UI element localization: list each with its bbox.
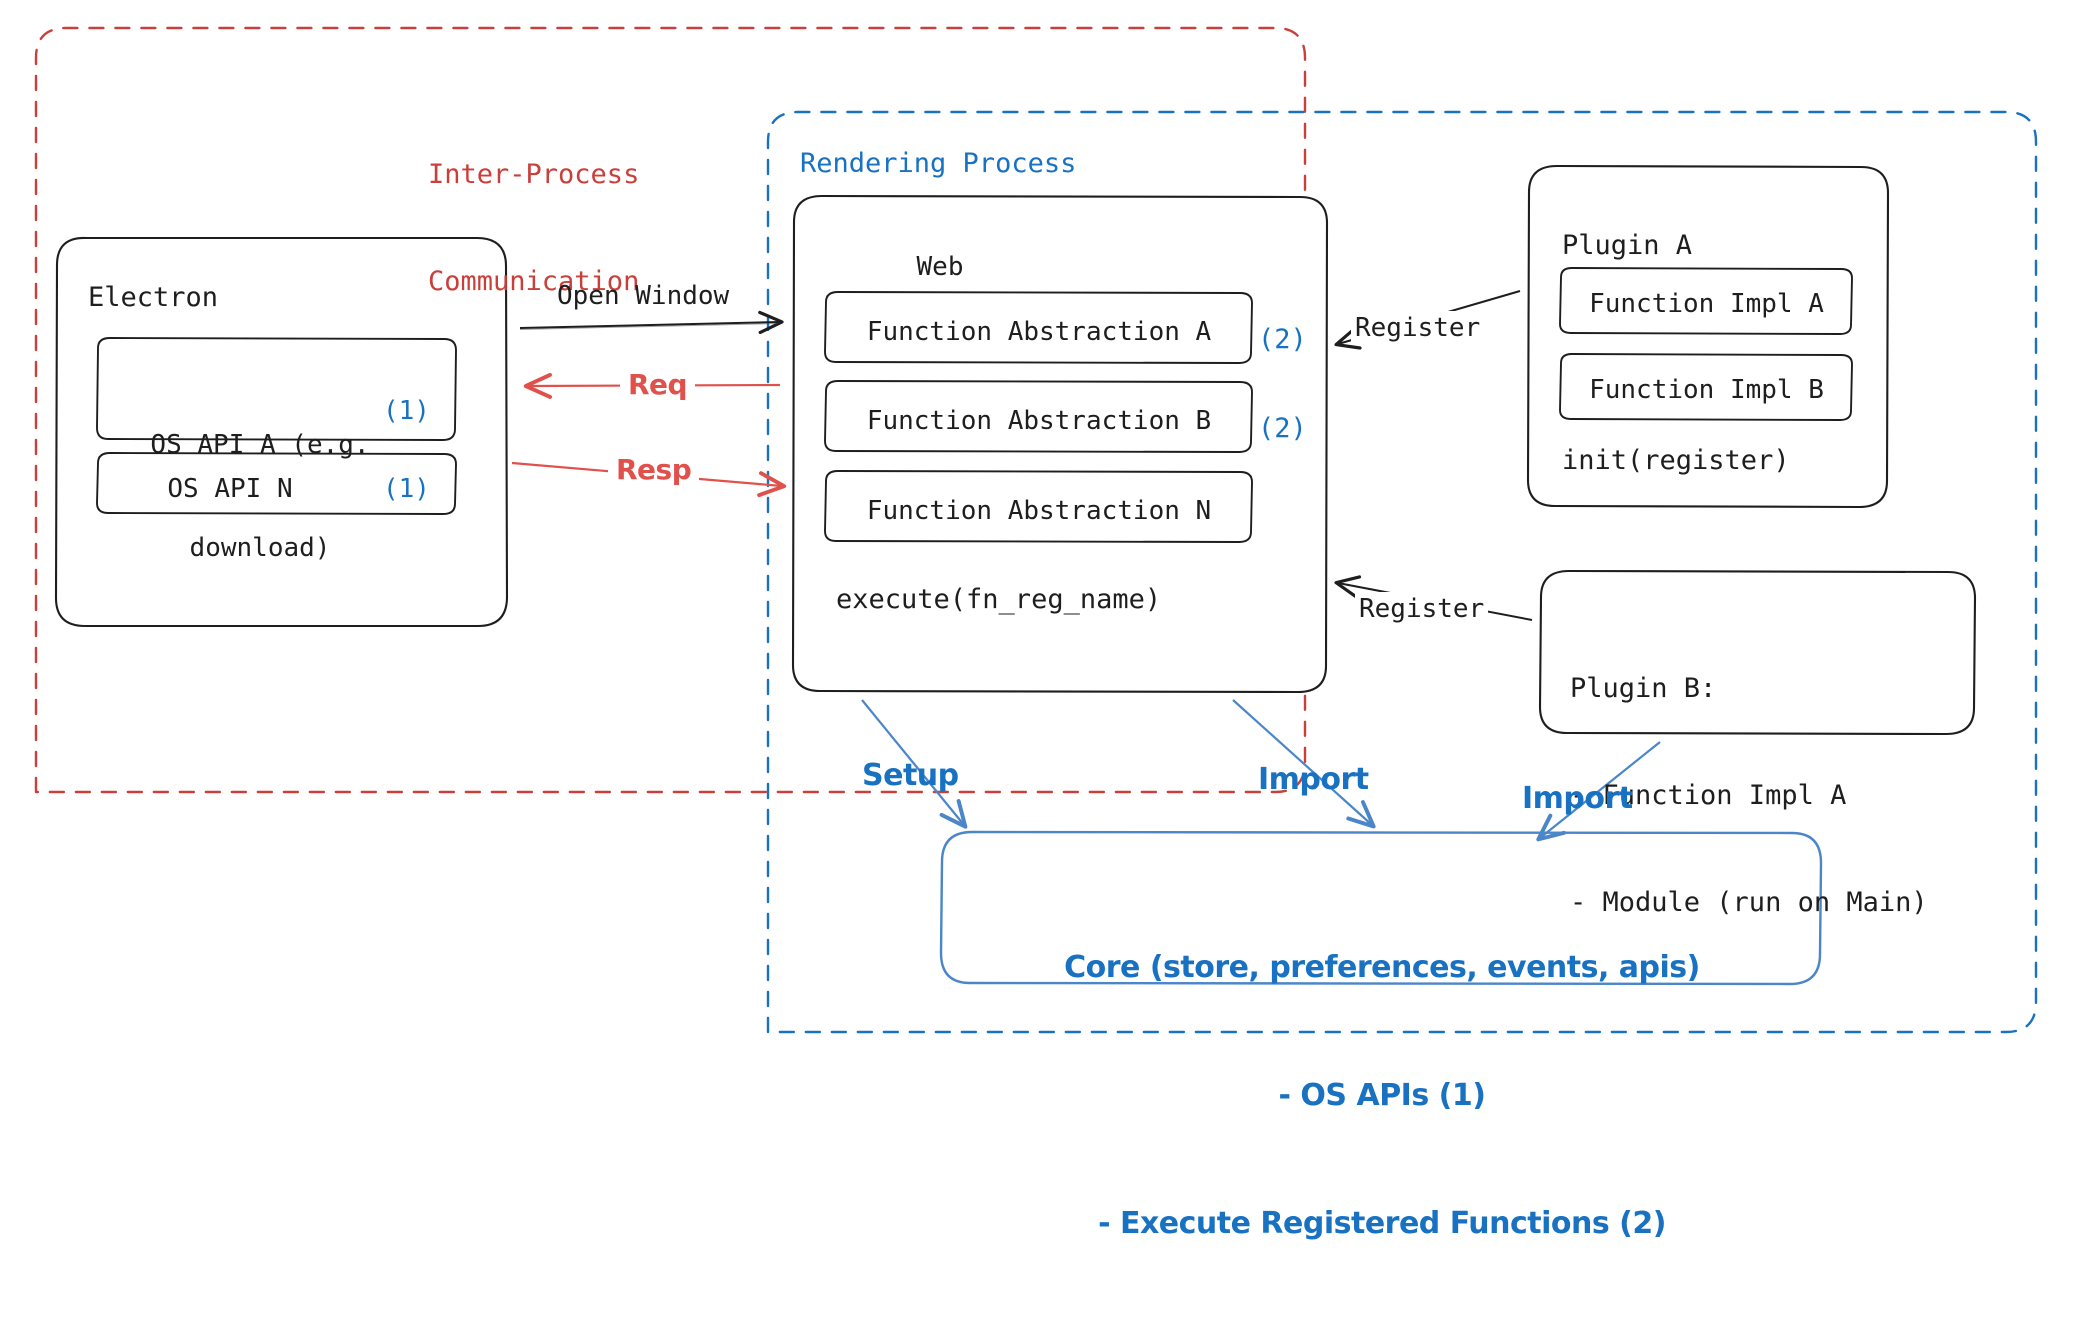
electron-os-api-a-line1: OS API A (e.g. (150, 429, 370, 460)
ipc-region-border (34, 26, 1307, 794)
electron-os-api-a-badge: (1) (383, 396, 430, 426)
plugin-b-line-2: - Function Impl A (1570, 780, 1847, 812)
plugin-a-fn-impl-b-label: Function Impl B (1589, 375, 1824, 405)
plugin-a-fn-impl-a-box[interactable] (1559, 267, 1853, 335)
web-fn-abstraction-b-badge: (2) (1258, 413, 1307, 444)
electron-os-api-a-line2: download) (189, 532, 331, 563)
ipc-region-label-line2: Communication (428, 266, 640, 298)
plugin-a-title: Plugin A (1562, 230, 1693, 261)
edge-resp-label: Resp (608, 452, 700, 489)
web-title: Web (916, 252, 964, 282)
web-fn-abstraction-b-box[interactable] (824, 380, 1253, 453)
edge-req-label: Req (620, 367, 696, 404)
edge-setup (861, 699, 968, 829)
ipc-region-label: Inter-Process Communication (428, 86, 639, 371)
ipc-region-label-line1: Inter-Process (428, 159, 640, 191)
diagram-canvas: Inter-Process Communication Rendering Pr… (34, 26, 2038, 1241)
plugin-b-line-3: - Module (run on Main) (1570, 887, 1928, 918)
core-box (939, 830, 1823, 986)
web-fn-abstraction-n-box[interactable] (824, 470, 1253, 543)
web-fn-abstraction-a-label: Function Abstraction A (866, 317, 1212, 347)
edge-import-plugin-b-label: Import (1522, 781, 1633, 816)
edge-open-window (519, 310, 784, 335)
diagram-svg (34, 26, 2038, 1034)
web-fn-abstraction-a-badge: (2) (1258, 324, 1307, 355)
plugin-a-box (1526, 164, 1890, 509)
edge-open-window-label: Open Window (557, 281, 730, 311)
rendering-region-label: Rendering Process (800, 148, 1077, 179)
edge-register-plugin-b-label: Register (1355, 592, 1489, 627)
electron-os-api-n-badge: (1) (383, 474, 430, 504)
core-line-1: Core (store, preferences, events, apis) (1064, 950, 1700, 986)
plugin-b-lines: Plugin B: - Function Impl A - Module (ru… (1570, 600, 1928, 992)
electron-os-api-a-box[interactable] (96, 337, 457, 441)
core-lines: Core (store, preferences, events, apis) … (942, 862, 1822, 1331)
edge-import-web (1232, 699, 1376, 829)
plugin-a-fn-impl-a-label: Function Impl A (1589, 289, 1824, 319)
electron-title: Electron (88, 282, 219, 313)
plugin-b-box (1538, 569, 1977, 736)
edge-import-web-label: Import (1258, 762, 1369, 797)
electron-os-api-a-label: OS API A (e.g. download) (110, 359, 410, 634)
web-fn-abstraction-b-label: Function Abstraction B (866, 406, 1212, 436)
web-fn-abstraction-a-box[interactable] (824, 291, 1253, 364)
plugin-b-line-1: Plugin B: (1570, 673, 1717, 705)
edge-setup-label: Setup (862, 758, 959, 793)
web-fn-abstraction-n-label: Function Abstraction N (866, 496, 1212, 526)
edge-register-plugin-a-label: Register (1351, 311, 1485, 346)
rendering-region-border (766, 110, 2038, 1034)
plugin-a-init-label: init(register) (1562, 445, 1790, 476)
core-line-2: - OS APIs (1) (1278, 1077, 1486, 1113)
web-execute-label: execute(fn_reg_name) (836, 584, 1162, 615)
core-line-3: - Execute Registered Functions (2) (1098, 1205, 1666, 1241)
electron-os-api-n-box[interactable] (96, 452, 457, 515)
electron-os-api-n-label: OS API N (167, 474, 293, 504)
plugin-a-fn-impl-b-box[interactable] (1559, 353, 1853, 421)
edge-import-plugin-b (1536, 741, 1661, 842)
